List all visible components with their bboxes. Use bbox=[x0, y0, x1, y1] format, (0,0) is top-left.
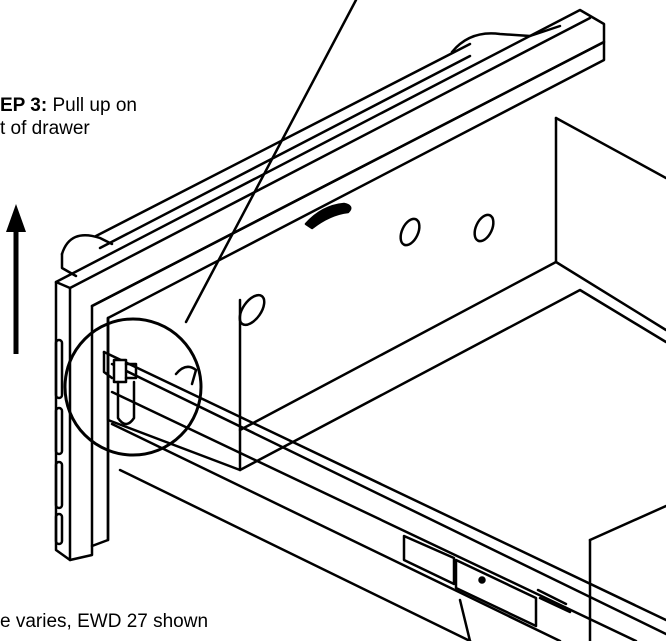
frame-slots bbox=[54, 338, 64, 546]
release-lever bbox=[112, 358, 198, 426]
step-number: EP 3: bbox=[0, 95, 48, 116]
callout-circle-icon bbox=[63, 317, 203, 457]
drawer-box bbox=[238, 116, 666, 641]
step-text-line2: t of drawer bbox=[0, 118, 90, 139]
callout-pointer-line bbox=[184, 0, 358, 324]
step-text-line1: Pull up on bbox=[47, 95, 137, 116]
drawer-back-wall bbox=[106, 202, 495, 472]
drawer-slide-rail bbox=[102, 350, 666, 641]
diagram-caption: e varies, EWD 27 shown bbox=[0, 611, 209, 632]
step-instruction: EP 3: Pull up on t of drawer bbox=[0, 94, 137, 140]
drawer-front-panel bbox=[54, 8, 606, 562]
up-arrow-icon bbox=[6, 204, 26, 354]
